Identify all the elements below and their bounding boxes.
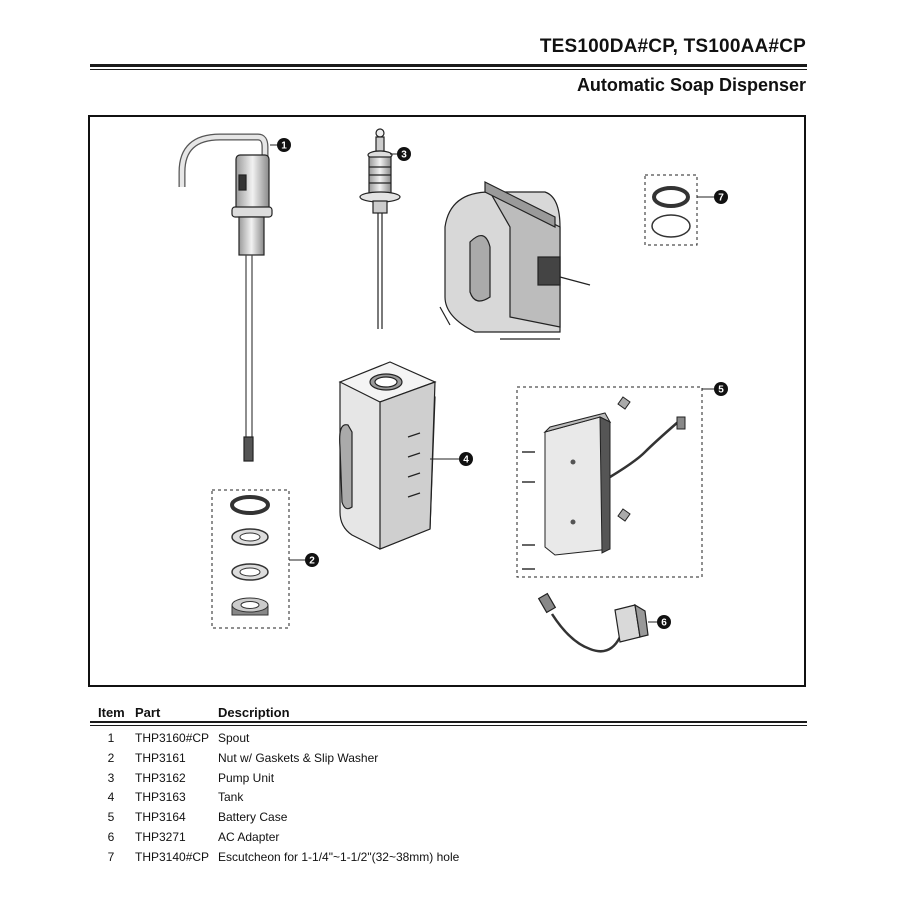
- row-part: THP3140#CP: [135, 850, 210, 864]
- col-header-part: Part: [135, 705, 161, 720]
- table-row: 6 THP3271 AC Adapter: [0, 830, 900, 848]
- ac-adapter-illustration: [537, 592, 649, 653]
- header-rule-thick: [90, 64, 807, 67]
- mounting-bracket-illustration: [439, 181, 591, 340]
- table-row: 7 THP3140#CP Escutcheon for 1-1/4"~1-1/2…: [0, 850, 900, 868]
- table-rule-thin: [90, 725, 807, 726]
- callout-2-label: 2: [309, 556, 315, 567]
- table-row: 4 THP3163 Tank: [0, 790, 900, 808]
- row-item: 1: [107, 731, 115, 745]
- row-item: 2: [107, 751, 115, 765]
- callout-3-label: 3: [401, 150, 407, 161]
- col-header-item: Item: [98, 705, 125, 720]
- row-description: Pump Unit: [218, 771, 275, 785]
- battery-case-illustration: [516, 386, 703, 578]
- callout-3: 3: [397, 147, 411, 161]
- spout-illustration: [178, 133, 273, 462]
- pump-unit-illustration: [359, 128, 401, 329]
- callout-7-label: 7: [718, 193, 724, 204]
- nut-gaskets-illustration: [211, 489, 290, 629]
- table-row: 5 THP3164 Battery Case: [0, 810, 900, 828]
- callout-6-label: 6: [661, 618, 667, 629]
- row-part: THP3160#CP: [135, 731, 210, 745]
- table-row: 1 THP3160#CP Spout: [0, 731, 900, 749]
- row-part: THP3162: [135, 771, 186, 785]
- row-description: Tank: [218, 790, 244, 804]
- row-part: THP3161: [135, 751, 186, 765]
- callout-7: 7: [714, 190, 728, 204]
- callout-4: 4: [459, 452, 473, 466]
- header-rule-thin: [90, 69, 807, 70]
- row-item: 4: [107, 790, 115, 804]
- callout-2: 2: [305, 553, 319, 567]
- table-rule-thick: [90, 721, 807, 723]
- callout-5-label: 5: [718, 385, 724, 396]
- row-item: 3: [107, 771, 115, 785]
- row-part: THP3163: [135, 790, 186, 804]
- product-title: Automatic Soap Dispenser: [576, 75, 806, 95]
- table-row: 3 THP3162 Pump Unit: [0, 771, 900, 789]
- callout-4-label: 4: [463, 455, 469, 466]
- row-part: THP3164: [135, 810, 186, 824]
- row-description: Nut w/ Gaskets & Slip Washer: [218, 751, 379, 765]
- model-title: TES100DA#CP, TS100AA#CP: [539, 36, 806, 57]
- callout-1-label: 1: [281, 141, 287, 152]
- exploded-parts-diagram: 1 2 3 4 5 6 7: [88, 115, 806, 687]
- tank-illustration: [338, 361, 437, 550]
- callout-6: 6: [657, 615, 671, 629]
- col-header-description: Description: [218, 705, 290, 720]
- row-item: 5: [107, 810, 115, 824]
- row-item: 6: [107, 830, 115, 844]
- row-item: 7: [107, 850, 115, 864]
- row-description: Escutcheon for 1-1/4"~1-1/2"(32~38mm) ho…: [218, 850, 460, 864]
- escutcheon-illustration: [644, 174, 698, 246]
- row-description: Spout: [218, 731, 250, 745]
- row-description: AC Adapter: [218, 830, 280, 844]
- callout-1: 1: [277, 138, 291, 152]
- table-row: 2 THP3161 Nut w/ Gaskets & Slip Washer: [0, 751, 900, 769]
- row-description: Battery Case: [218, 810, 288, 824]
- callout-5: 5: [714, 382, 728, 396]
- row-part: THP3271: [135, 830, 186, 844]
